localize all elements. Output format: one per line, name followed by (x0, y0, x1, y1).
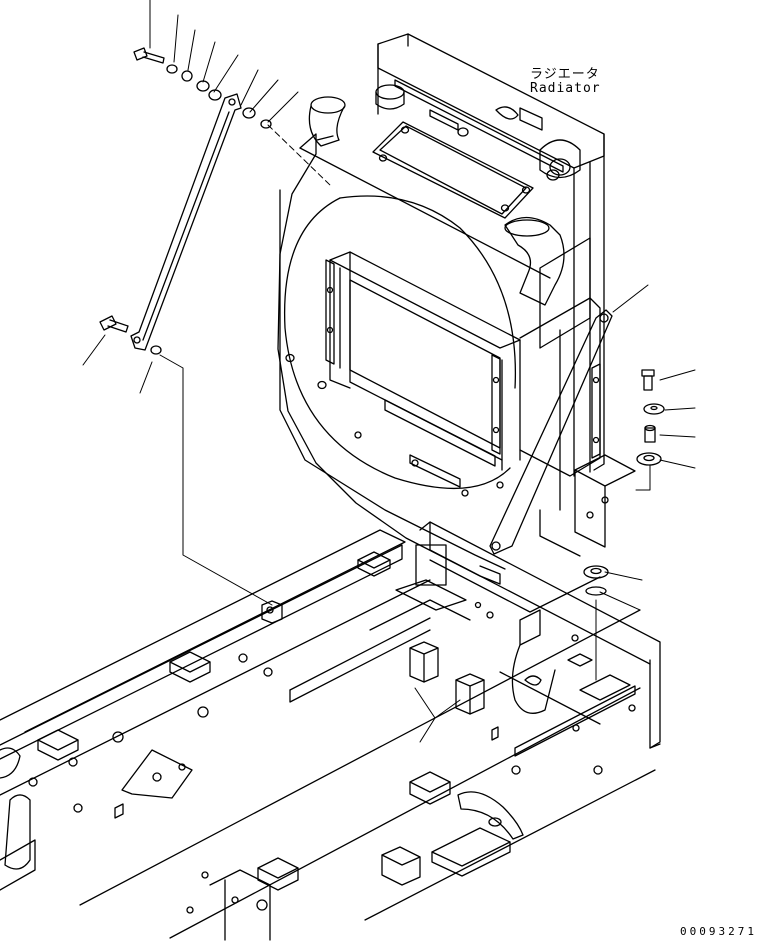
stay-rod-left (100, 94, 241, 354)
hardware-stack-right (584, 370, 664, 595)
hardware-stack-top (134, 48, 271, 128)
drawing-number: 00093271 (680, 925, 757, 938)
radiator-assembly (278, 34, 635, 584)
callout-leaders (83, 0, 695, 742)
inlet-hose (309, 97, 345, 146)
radiator-label-english: Radiator (530, 81, 601, 96)
main-frame (0, 522, 660, 940)
radiator-label-japanese: ラジエータ (530, 67, 600, 82)
assembly-guide-lines (160, 125, 650, 680)
